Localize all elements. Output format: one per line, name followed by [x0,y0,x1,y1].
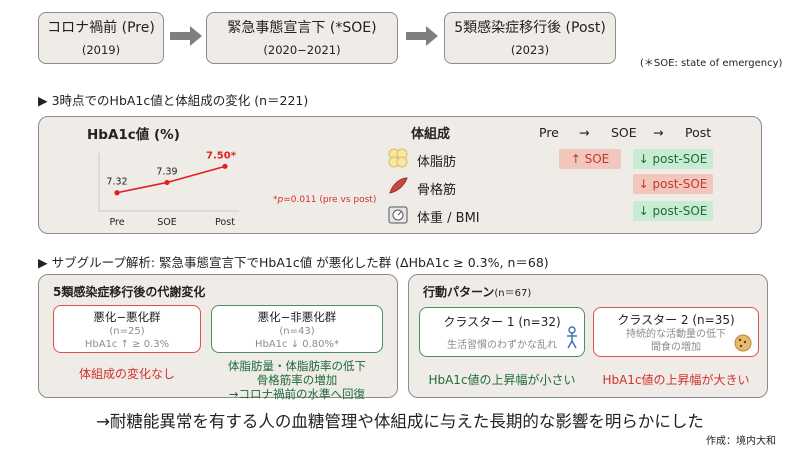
stick-figure-icon [567,326,577,349]
fat-cells-icon [387,147,409,169]
phase-soe: 緊急事態宣言下 (*SOE) (2020−2021) [206,12,398,64]
body-comp-title: 体組成 [411,127,451,142]
data-point [222,163,228,169]
data-label: 7.50* [206,151,237,161]
phase-post-title: 5類感染症移行後 (Post) [454,19,606,36]
group-b-name: 悪化−非悪化群 [257,310,337,324]
group-b-result: 体脂肪量・体脂肪率の低下 骨格筋率の増加 →コロナ禍前の水準へ回復 [211,359,383,401]
cluster-2-desc: 持続的な活動量の低下 [626,329,726,340]
cluster-1-desc: 生活習慣のわずかな乱れ [447,340,557,351]
timeline-arrow: → [653,125,664,140]
group-worsened-improved: 悪化−非悪化群 (n=43) HbA1c ↓ 0.80%* [211,305,383,353]
scale-icon [387,203,409,225]
behavior-title: 行動パターン(n＝67) [423,283,531,300]
behavior-n: (n＝67) [494,288,532,299]
x-tick-label: Pre [109,217,124,228]
chart-axis [98,153,239,212]
hba1c-title: HbA1c値 (%) [87,127,180,143]
data-label: 7.39 [156,166,177,177]
phase-pre-title: コロナ禍前 (Pre) [47,19,155,36]
phase-soe-title: 緊急事態宣言下 (*SOE) [227,19,377,36]
phase-post-year: (2023) [510,42,550,57]
timeline-post: Post [685,125,712,140]
change-badge-muscle-post: ↓ post-SOE [633,174,713,194]
behavior-panel: 行動パターン(n＝67) クラスター 1 (n=32) 生活習慣のわずかな乱れ … [408,274,768,398]
data-point [164,179,170,186]
group-worsened-worsened: 悪化−悪化群 (n=25) HbA1c ↑ ≥ 0.3% [53,305,201,353]
behavior-title-text: 行動パターン [423,285,495,299]
cluster-1-result: HbA1c値の上昇幅が小さい [428,373,576,387]
phase-post: 5類感染症移行後 (Post) (2023) [444,12,616,64]
soe-note: (＊SOE: state of emergency) [640,58,783,69]
pvalue-prefix: * [273,195,278,205]
cluster-2-result: HbA1c値の上昇幅が大きい [602,373,750,387]
pvalue-rest: =0.011 (pre vs post) [283,195,377,205]
metabolic-panel: 5類感染症移行後の代謝変化 悪化−悪化群 (n=25) HbA1c ↑ ≥ 0.… [38,274,398,401]
section1-title: ▶ 3時点でのHbA1c値と体組成の変化 (n＝221) [38,93,309,108]
change-badge-weight-post: ↓ post-SOE [633,201,713,221]
timeline-soe: SOE [611,125,637,140]
muscle-icon [387,175,409,197]
timeline-pre: Pre [539,125,559,140]
phase-pre: コロナ禍前 (Pre) (2019) [38,12,164,64]
data-point [114,190,120,196]
cookie-icon [734,334,752,352]
group-b-result-line: 骨格筋率の増加 [256,373,338,387]
cluster-2-desc: 間食の増加 [651,342,701,353]
pvalue-symbol: p [277,195,284,205]
body-comp-label: 骨格筋 [417,183,457,198]
group-b-n: (n=43) [279,326,315,337]
group-a-n: (n=25) [109,326,145,337]
group-b-result-line: 体脂肪量・体脂肪率の低下 [228,359,366,373]
phase-pre-year: (2019) [81,42,121,57]
change-badge-fat-soe: ↑ SOE [559,149,621,169]
timeline-arrow: → [579,125,590,140]
x-tick-label: SOE [157,217,177,228]
data-label: 7.32 [106,177,127,188]
change-badge-fat-post: ↓ post-SOE [633,149,713,169]
metabolic-title: 5類感染症移行後の代謝変化 [53,285,206,299]
x-tick-label: Post [215,217,235,228]
body-comp-label: 体重 / BMI [417,211,480,226]
body-comp-label: 体脂肪 [417,155,457,170]
group-a-name: 悪化−悪化群 [93,310,161,324]
phase-soe-year: (2020−2021) [263,42,341,57]
cluster-2-box: クラスター 2 (n=35) 持続的な活動量の低下 間食の増加 [593,307,759,357]
pvalue-note: *p=0.011 (pre vs post) [273,195,376,205]
cluster-2-name: クラスター 2 (n=35) [617,313,735,327]
conclusion: →耐糖能異常を有する人の血糖管理や体組成に与えた長期的な影響を明らかにした [96,412,704,431]
credit: 作成：境内大和 [706,436,776,447]
section2-title: ▶ サブグループ解析: 緊急事態宣言下でHbA1c値 が悪化した群 (ΔHbA1… [38,255,549,270]
group-a-result: 体組成の変化なし [78,367,175,381]
group-b-result-line: →コロナ禍前の水準へ回復 [228,387,366,401]
cluster-1-name: クラスター 1 (n=32) [443,315,561,329]
group-a-stat: HbA1c ↑ ≥ 0.3% [84,339,170,350]
cluster-1-box: クラスター 1 (n=32) 生活習慣のわずかな乱れ [419,307,585,357]
group-b-stat: HbA1c ↓ 0.80%* [254,339,340,350]
